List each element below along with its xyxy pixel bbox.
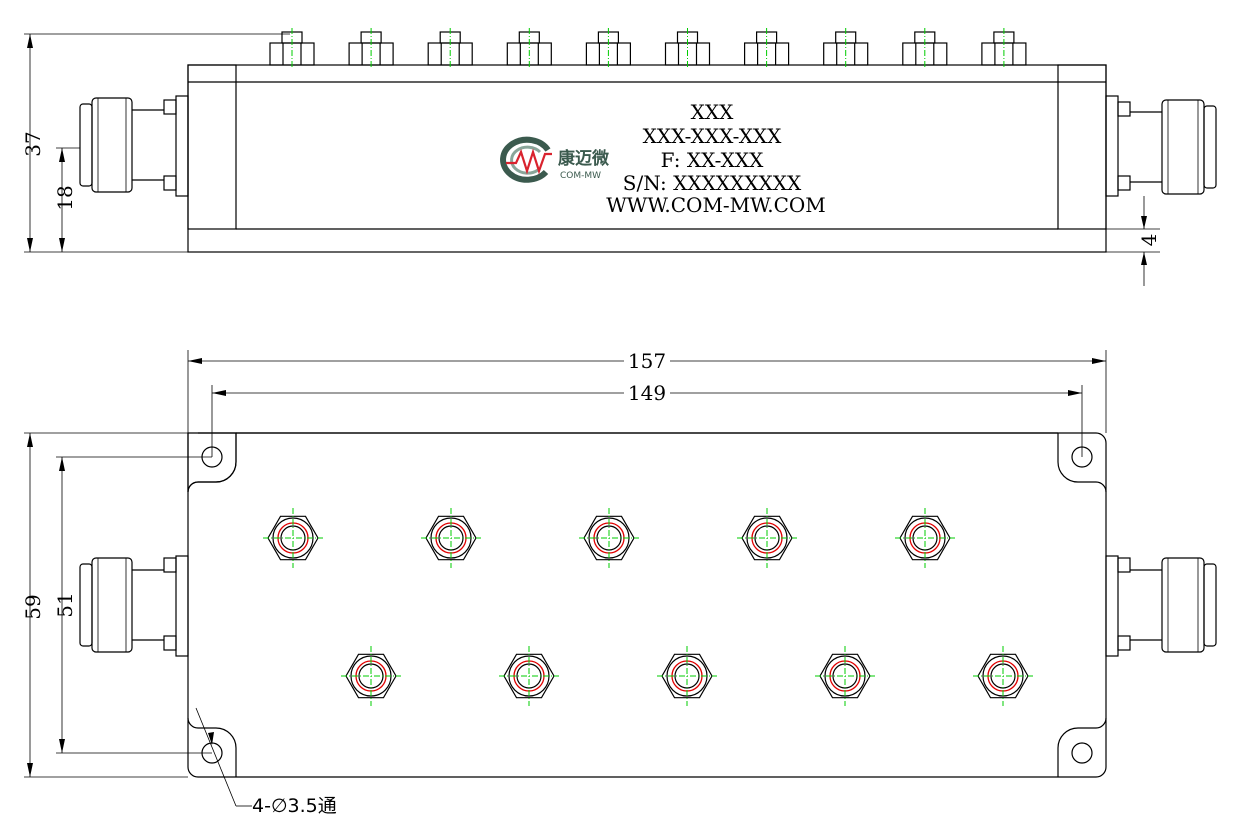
top-tuning-screw <box>579 508 639 568</box>
dim-hole-pitch-x: 149 <box>211 381 1083 457</box>
top-tuning-screw <box>657 646 717 706</box>
top-tuning-screw <box>421 508 481 568</box>
dim-width-total-text: 59 <box>21 594 45 619</box>
top-tuning-screws <box>263 508 1033 706</box>
side-view: XXX XXX-XXX-XXX F: XX-XXX S/N: XXXXXXXXX… <box>21 28 1217 286</box>
logo-ring <box>500 136 551 183</box>
product-label: XXX XXX-XXX-XXX F: XX-XXX S/N: XXXXXXXXX… <box>606 100 826 217</box>
logo-brand-cn: 康迈微 <box>558 148 610 169</box>
dim-connector-height-text: 18 <box>53 185 77 210</box>
top-right-connector <box>1105 555 1217 657</box>
side-tuning-screw <box>506 28 552 68</box>
side-tuning-screw <box>664 28 711 68</box>
side-right-end-cap <box>1057 64 1107 230</box>
dim-base-thickness-text: 4 <box>1137 234 1161 247</box>
dim-height-total: 37 <box>21 34 45 252</box>
label-line-1: XXX <box>691 100 734 124</box>
side-tuning-screw <box>269 28 315 68</box>
logo-pulse-icon <box>506 148 552 175</box>
hole-callout-text: 4-∅3.5通 <box>252 795 337 817</box>
top-view: 157 149 59 51 <box>21 349 1217 817</box>
label-line-2: XXX-XXX-XXX <box>643 124 783 148</box>
side-left-end-cap <box>187 64 237 230</box>
side-tuning-screw <box>902 28 948 68</box>
dim-height-total-text: 37 <box>21 131 45 156</box>
dim-hole-pitch-x-text: 149 <box>628 381 666 405</box>
top-left-connector <box>79 555 189 657</box>
top-inner-outline <box>187 433 237 493</box>
dim-connector-height: 18 <box>53 147 80 252</box>
logo-ring-inner <box>510 145 542 175</box>
dim-width-total: 59 <box>21 432 188 778</box>
dim-length-total: 157 <box>187 349 1107 433</box>
side-tuning-screw <box>743 28 790 68</box>
mounting-hole-br <box>1071 742 1093 764</box>
dim-length-total-text: 157 <box>628 349 666 373</box>
hole-callout: 4-∅3.5通 <box>195 707 337 817</box>
top-tuning-screw <box>737 508 797 568</box>
top-tuning-screw <box>895 508 955 568</box>
side-tuning-screw <box>427 28 473 68</box>
dim-hole-pitch-y: 51 <box>53 456 212 754</box>
side-tuning-screw <box>823 28 869 68</box>
top-tuning-screw <box>263 508 323 568</box>
top-tuning-screw <box>973 646 1033 706</box>
side-tuning-screw <box>348 28 394 68</box>
side-tuning-screw <box>981 28 1027 68</box>
side-body-outline <box>187 64 1107 253</box>
dim-hole-pitch-y-text: 51 <box>53 592 77 617</box>
side-right-connector <box>1105 95 1217 197</box>
company-logo: 康迈微 COM-MW <box>500 136 610 183</box>
top-tuning-screw <box>341 646 401 706</box>
top-tuning-screw <box>499 646 559 706</box>
label-line-5: WWW.COM-MW.COM <box>606 193 826 217</box>
logo-brand-en: COM-MW <box>560 171 601 181</box>
top-tuning-screw <box>815 646 875 706</box>
label-line-3: F: XX-XXX <box>661 148 765 172</box>
side-tuning-screws <box>269 28 1027 68</box>
label-line-4: S/N: XXXXXXXXX <box>623 171 802 195</box>
dim-base-thickness: 4 <box>1058 196 1161 286</box>
side-left-connector <box>79 95 189 197</box>
side-tuning-screw <box>585 28 632 68</box>
